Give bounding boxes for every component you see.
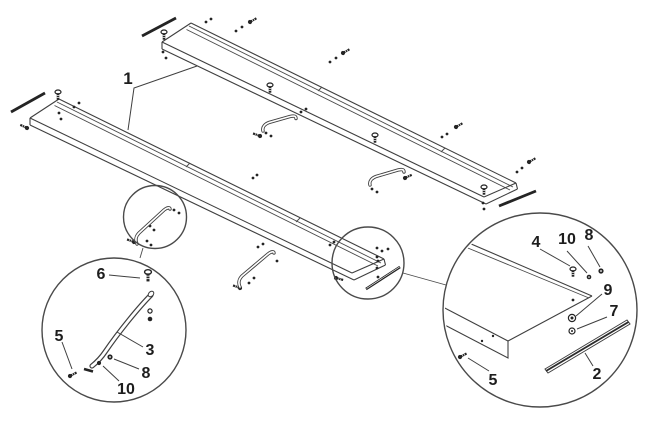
leader-line <box>108 274 141 279</box>
nut-icon <box>96 360 102 366</box>
wear-strip-icon <box>365 265 401 291</box>
callout-left-6: 6 <box>97 266 106 283</box>
callout-right-8: 8 <box>585 227 594 244</box>
callout-left-10: 10 <box>117 381 135 398</box>
screw-icon <box>569 266 577 278</box>
leader-line <box>539 248 571 267</box>
callout-right-10: 10 <box>558 231 576 248</box>
wear-strip-icon <box>10 16 537 208</box>
leader-line <box>467 357 490 372</box>
connector-line-right <box>402 272 447 286</box>
leader-line <box>587 245 601 268</box>
callout-right-4: 4 <box>532 234 541 251</box>
bolt-icon <box>19 16 537 291</box>
callout-right-2: 2 <box>593 366 602 383</box>
screw-icon <box>456 351 468 361</box>
detail-circle-right <box>442 212 638 408</box>
nut-icon <box>147 316 153 322</box>
main-callout: 1 <box>123 65 198 131</box>
callout-left-5: 5 <box>55 328 64 345</box>
tie-down-bracket-icon <box>134 114 406 289</box>
callout-left-3: 3 <box>146 342 155 359</box>
magnifier-circle-left <box>122 184 188 250</box>
tie-down-bracket-large <box>83 290 155 373</box>
washer-icon <box>147 308 153 314</box>
callout-right-5: 5 <box>489 372 498 389</box>
leader-line <box>584 352 594 367</box>
leader-line <box>116 331 144 348</box>
leader-line <box>566 250 588 274</box>
leader-line <box>576 316 608 330</box>
callout-right-9: 9 <box>604 282 613 299</box>
callout-left-8: 8 <box>142 365 151 382</box>
side-rail-front <box>29 98 387 281</box>
detail-circle-left <box>41 257 187 403</box>
connector-line-left <box>139 247 144 259</box>
leader-line <box>113 358 140 370</box>
left-detail-view: 6 5 3 8 10 <box>55 266 155 398</box>
magnifier-circle-right <box>331 226 405 300</box>
wear-strip-large <box>544 319 631 374</box>
right-detail-view: 4 10 8 9 7 2 5 <box>445 227 631 389</box>
leader-line <box>127 65 198 131</box>
callout-right-7: 7 <box>610 303 619 320</box>
callout-1: 1 <box>123 69 132 88</box>
screw-icon <box>54 29 488 196</box>
leader-line <box>102 365 120 382</box>
leader-line <box>61 341 73 370</box>
side-rail-rear <box>161 22 519 205</box>
screw-icon <box>143 269 153 282</box>
washer-dot <box>57 17 524 285</box>
leader-line <box>575 293 603 317</box>
screw-icon <box>66 370 78 380</box>
